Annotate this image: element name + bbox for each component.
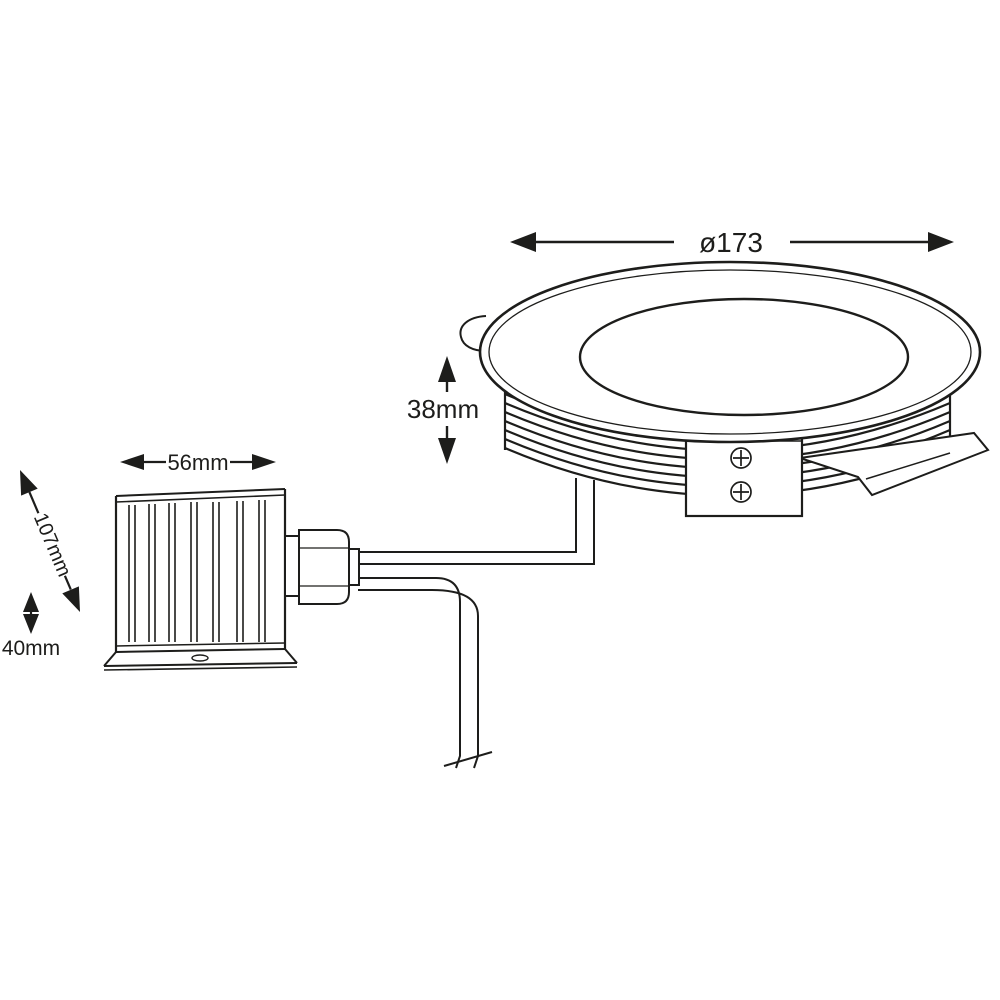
arrowhead-down-icon [23,614,39,634]
arrowhead-left-icon [120,454,144,470]
gland-flange [284,535,300,597]
driver-length-label: 107mm [29,510,75,580]
driver-bottom-edge [115,648,286,653]
dimension-driver-height: 40mm [2,592,60,660]
driver-ribs [128,500,266,642]
trim-inner-ring [488,269,972,435]
dimension-line [63,575,72,591]
dimension-driver-length: 107mm [20,470,80,612]
rim-tab [459,315,487,352]
mains-cable-line-1 [358,577,461,769]
screw-cross-icon [733,484,749,500]
driver-height-label: 40mm [2,637,60,660]
screw-cross-icon [733,450,749,466]
diameter-label: ø173 [699,227,763,258]
arrowhead-right-icon [928,232,954,252]
driver-flange-bottom [103,662,298,667]
arrowhead-up-icon [23,592,39,612]
arrowhead-left-icon [510,232,536,252]
mains-cable-line-2 [358,589,479,769]
driver-box [103,488,298,671]
arrowhead-up-left-icon [20,470,38,496]
driver-width-label: 56mm [167,450,228,475]
dimension-line [28,491,40,514]
driver-flange-base [103,666,298,671]
downlight-trim [459,260,982,444]
driver-bottom-inner [115,642,286,647]
cable-cut-mark [443,751,493,767]
diffuser-lens [578,297,910,417]
dimension-recess-depth: 38mm [407,356,479,464]
gland-nut [298,529,350,605]
wire-to-light-2 [358,480,595,565]
recess-depth-label: 38mm [407,394,479,424]
dimension-driver-width: 56mm [120,450,276,475]
arrowhead-down-icon [438,438,456,464]
flange-screw-hole [191,654,209,662]
driver-top-edge [115,488,286,497]
wire-to-light-1 [358,478,577,553]
driver-flange-left [103,651,117,667]
arrowhead-up-icon [438,356,456,382]
spring-clip [799,431,990,497]
spring-clip-outline [799,431,990,497]
gland-exit-collar [348,548,360,586]
driver-flange-right [284,648,298,664]
gland-nut-facet [299,547,349,587]
driver-top-edge-inner [115,494,286,503]
arrowhead-down-right-icon [62,586,80,612]
dimension-diameter: ø173 [510,227,954,258]
spring-clip-inner-line [865,452,951,480]
cable-gland [284,529,360,605]
arrowhead-right-icon [252,454,276,470]
wiring [358,478,595,769]
